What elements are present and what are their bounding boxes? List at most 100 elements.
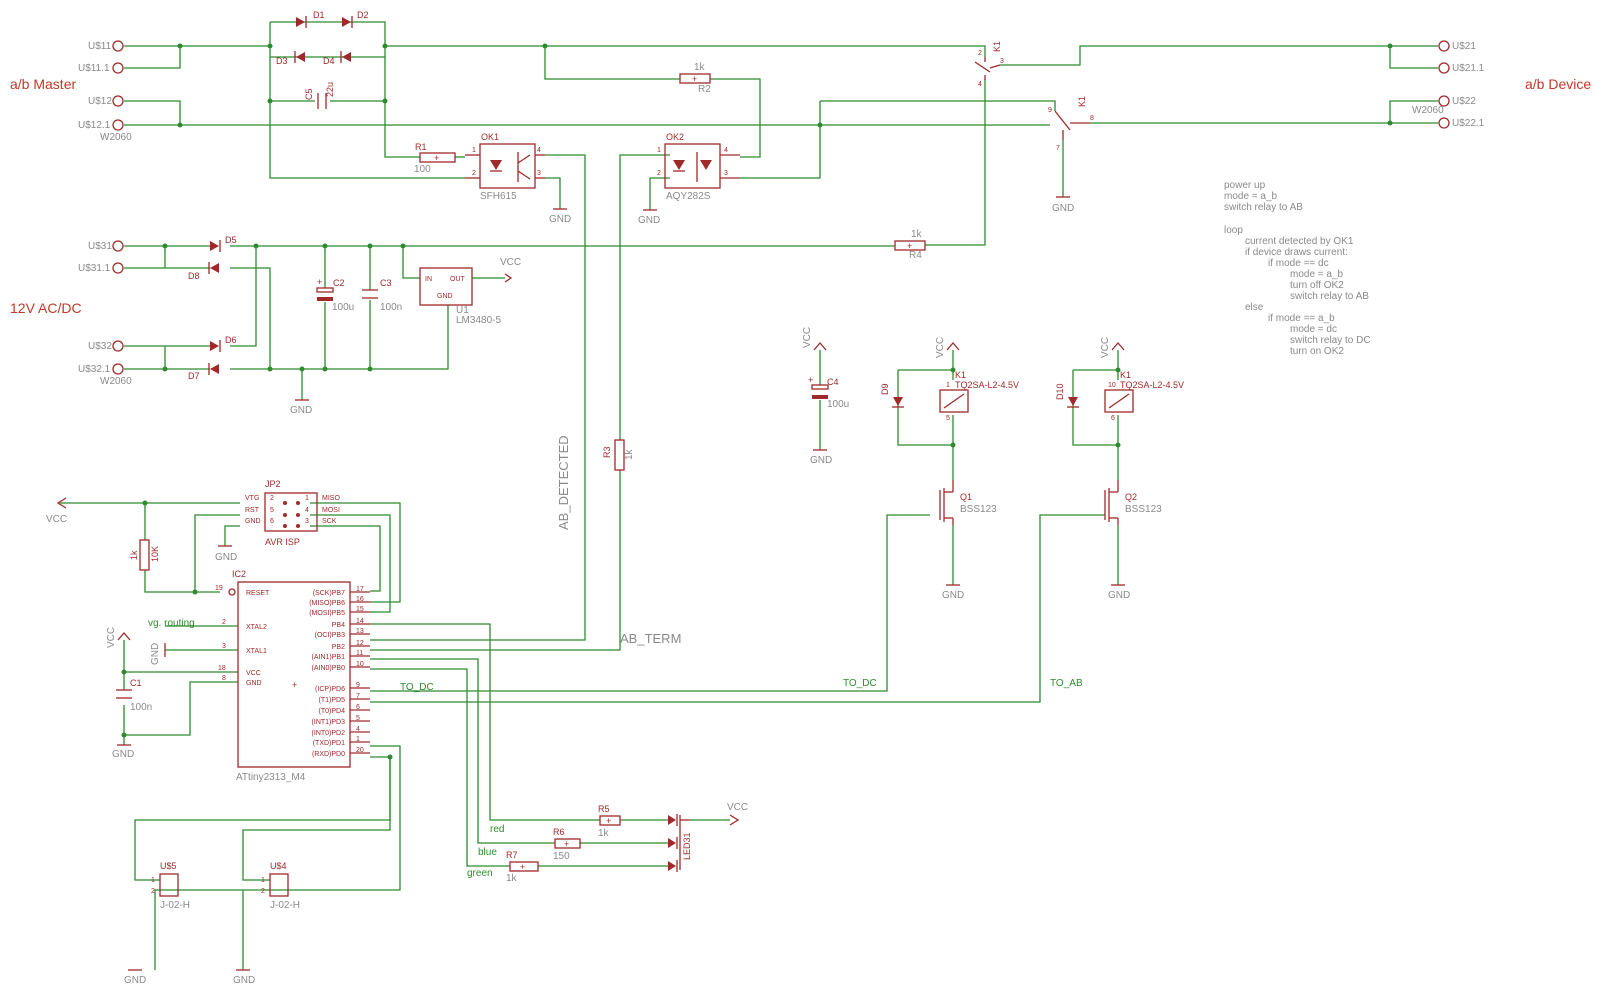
k1b-coil-value: TQ2SA-L2-4.5V xyxy=(1120,380,1184,390)
svg-text:1k: 1k xyxy=(129,550,139,560)
note-line: turn off OK2 xyxy=(1290,280,1344,291)
header-us5: 12 U$5 J-02-H GND xyxy=(124,861,190,986)
w2060-c-label: W2060 xyxy=(100,376,132,387)
svg-text:VCC: VCC xyxy=(1100,337,1111,358)
d4-label: D4 xyxy=(323,56,335,66)
svg-text:7: 7 xyxy=(1056,145,1060,152)
r1-label: R1 xyxy=(415,142,427,152)
ic-pin-number: 17 xyxy=(356,586,364,593)
supply-diodes: D5 D8 D6 D7 xyxy=(188,235,237,381)
u1-label: U1 xyxy=(456,305,469,316)
wires xyxy=(60,21,1438,970)
q1-label: Q1 xyxy=(960,492,972,502)
svg-text:GND: GND xyxy=(1052,203,1074,214)
optocoupler-ok1: 12 43 OK1 SFH615 xyxy=(465,132,545,202)
to-dc-label-2: TO_DC xyxy=(400,682,434,693)
ic-pin-label: (SCK)PB7 xyxy=(313,590,345,597)
us31-1-label: U$31.1 xyxy=(78,263,111,274)
us22-label: U$22 xyxy=(1452,96,1476,107)
svg-text:MISO: MISO xyxy=(322,495,340,502)
us32-label: U$32 xyxy=(88,341,112,352)
svg-text:2: 2 xyxy=(978,50,982,57)
note-line: current detected by OK1 xyxy=(1245,236,1354,247)
capacitor-c1: VCC C1 100n GND xyxy=(106,627,152,760)
svg-text:+: + xyxy=(292,680,297,690)
svg-text:GND: GND xyxy=(942,590,964,601)
r2-value: 1k xyxy=(694,62,706,73)
ic-pin-label: (INT0)PD2 xyxy=(312,730,346,737)
ic-pin-number: 20 xyxy=(356,747,364,754)
ab-master-label: a/b Master xyxy=(10,76,76,92)
svg-text:3: 3 xyxy=(537,170,541,177)
us21-1-label: U$21.1 xyxy=(1452,63,1485,74)
svg-text:10: 10 xyxy=(1108,382,1116,389)
ic-pin-label: PB4 xyxy=(332,622,345,629)
svg-text:1: 1 xyxy=(472,147,476,154)
svg-text:U$5: U$5 xyxy=(160,861,177,871)
gnd-symbols-top: GND GND GND GND xyxy=(290,196,1074,416)
supply-label: 12V AC/DC xyxy=(10,300,82,316)
svg-text:VCC: VCC xyxy=(802,327,813,348)
rgb-led: LED31 VCC xyxy=(668,802,748,872)
c4-value: 100u xyxy=(827,399,849,410)
note-line: switch relay to DC xyxy=(1290,335,1371,346)
svg-text:U$4: U$4 xyxy=(270,861,287,871)
relay-k1b-coil: VCC 106 K1 TQ2SA-L2-4.5V D10 xyxy=(1055,337,1184,422)
us12-label: U$12 xyxy=(88,96,112,107)
ic-pin-label: (ICP)PD6 xyxy=(315,686,345,693)
svg-text:8: 8 xyxy=(222,675,226,682)
ic-pin-number: 1 xyxy=(356,736,360,743)
ic-pin-label: (AIN1)PB1 xyxy=(312,654,346,661)
us12-1-label: U$12.1 xyxy=(78,120,111,131)
master-terminals: U$11 U$11.1 U$12 U$12.1 W2060 xyxy=(78,40,132,143)
svg-text:GND: GND xyxy=(437,293,453,300)
svg-text:+: + xyxy=(808,375,813,385)
svg-text:150: 150 xyxy=(553,851,570,862)
svg-text:2: 2 xyxy=(151,888,155,895)
ok2-value: AQY282S xyxy=(666,191,711,202)
ic-pin-number: 6 xyxy=(356,704,360,711)
ic-pin-number: 11 xyxy=(356,650,363,657)
supply-terminals: U$31 U$31.1 U$32 U$32.1 W2060 xyxy=(78,240,132,387)
d7-label: D7 xyxy=(188,371,200,381)
q1-value: BSS123 xyxy=(960,504,997,515)
svg-text:RST: RST xyxy=(245,507,260,514)
svg-text:10K: 10K xyxy=(150,546,160,562)
ic-pin-label: (MISO)PB6 xyxy=(309,600,345,607)
ab-device-label: a/b Device xyxy=(1525,76,1591,92)
ic2-value: ATtiny2313_M4 xyxy=(236,772,306,783)
note-line: mode = dc xyxy=(1290,324,1337,335)
ic-pin-number: 15 xyxy=(356,606,364,613)
svg-text:4: 4 xyxy=(978,81,982,88)
u1-value: LM3480-5 xyxy=(456,315,501,326)
svg-text:R5: R5 xyxy=(598,804,610,814)
r1-value: 100 xyxy=(414,164,431,175)
svg-text:1: 1 xyxy=(946,382,950,389)
k1b-contact-label: K1 xyxy=(1077,96,1087,107)
c1-label: C1 xyxy=(130,678,142,688)
ok1-label: OK1 xyxy=(481,132,499,142)
optocoupler-ok2: 12 43 OK2 AQY282S xyxy=(657,132,740,202)
svg-text:+: + xyxy=(520,862,525,872)
mcu-ic2: IC2 ATtiny2313_M4 RESET XTAL2 XTAL1 VCC … xyxy=(215,569,370,783)
relay-k1-contacts: 234 K1 987 K1 xyxy=(974,41,1094,152)
note-line: switch relay to AB xyxy=(1290,291,1369,302)
svg-text:3: 3 xyxy=(305,518,309,525)
c2-value: 100u xyxy=(332,302,354,313)
svg-text:4: 4 xyxy=(305,507,309,514)
svg-text:GND: GND xyxy=(112,749,134,760)
ic-pin-number: 14 xyxy=(356,618,364,625)
vcc-arrow-left: VCC xyxy=(46,497,67,525)
resistor-r2: + 1k R2 xyxy=(679,62,711,95)
ic-pin-number: 10 xyxy=(356,661,364,668)
junctions xyxy=(121,43,1393,760)
r2-label: R2 xyxy=(698,84,711,95)
svg-text:VTG: VTG xyxy=(245,495,259,502)
w2060-b-label: W2060 xyxy=(1412,105,1444,116)
q2-value: BSS123 xyxy=(1125,504,1162,515)
svg-text:MOSI: MOSI xyxy=(322,507,340,514)
svg-text:GND: GND xyxy=(150,643,161,665)
svg-text:2: 2 xyxy=(270,495,274,502)
us22-1-label: U$22.1 xyxy=(1452,118,1485,129)
